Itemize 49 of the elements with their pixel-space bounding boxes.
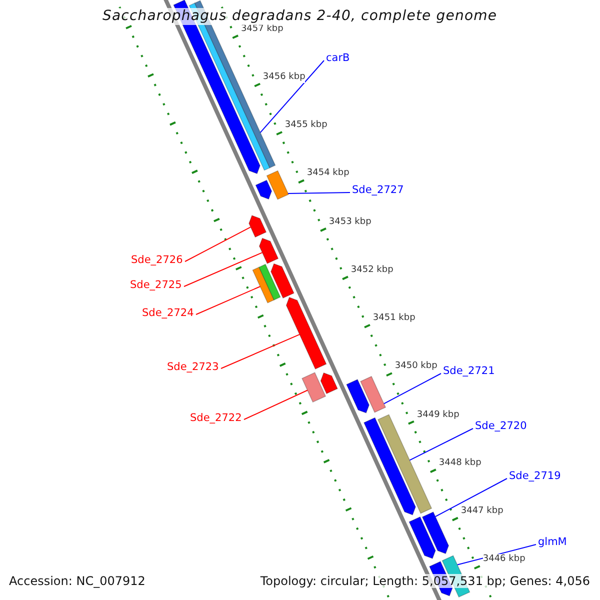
gene-label: Sde_2725: [130, 279, 182, 292]
gene-label: Sde_2723: [167, 361, 219, 374]
scale-label: 3453 kbp: [328, 216, 372, 228]
gene-block: [286, 296, 327, 370]
gene-box: [266, 170, 290, 200]
gene-box: [302, 372, 326, 403]
scale-label: 3452 kbp: [350, 264, 394, 276]
gene-label: Sde_2719: [509, 470, 561, 483]
gene-label: carB: [326, 52, 350, 65]
gene-block: [408, 516, 436, 560]
gene-label: glmM: [538, 536, 567, 549]
scale-label: 3456 kbp: [262, 72, 306, 83]
gene-box: [252, 266, 274, 304]
leader-line: [184, 252, 263, 287]
gene-block: [320, 372, 338, 394]
gene-label: Sde_2722: [190, 412, 242, 425]
gene-label: Sde_2724: [142, 307, 194, 320]
gene-box: [360, 376, 386, 413]
gene-label: Sde_2726: [131, 254, 183, 267]
gene-block: [258, 238, 279, 264]
leader-line: [434, 478, 508, 518]
scale-label: 3455 kbp: [284, 120, 328, 132]
gene-box: [258, 264, 281, 300]
scale-label: 3447 kbp: [460, 506, 504, 517]
leader-line: [244, 390, 308, 420]
gene-block: [363, 417, 416, 516]
gene-block: [270, 263, 294, 299]
leader-line: [409, 428, 474, 461]
leader-line: [260, 60, 324, 134]
scale-label: 3449 kbp: [416, 410, 460, 420]
leader-line: [184, 226, 252, 262]
gene-block: [255, 180, 272, 200]
scale-label: 3448 kbp: [438, 458, 482, 469]
leader-line: [383, 373, 442, 404]
genome-summary-text: Topology: circular; Length: 5,057,531 bp; Genes: 4,056: [260, 574, 590, 588]
gene-label: Sde_2727: [352, 184, 404, 197]
gene-block: [346, 378, 370, 414]
gene-block: [248, 214, 267, 238]
scale-label: 3454 kbp: [306, 168, 350, 180]
scale-label: 3450 kbp: [394, 361, 438, 372]
gene-block: [422, 511, 450, 554]
scale-label: 3451 kbp: [372, 313, 416, 324]
leader-line: [288, 192, 350, 194]
gene-label: Sde_2721: [443, 365, 495, 378]
accession-text: Accession: NC_007912: [9, 574, 146, 588]
gene-label: Sde_2720: [475, 420, 527, 433]
leader-line: [196, 286, 261, 315]
scale-label: 3446 kbp: [482, 554, 526, 566]
leader-line: [220, 334, 300, 369]
